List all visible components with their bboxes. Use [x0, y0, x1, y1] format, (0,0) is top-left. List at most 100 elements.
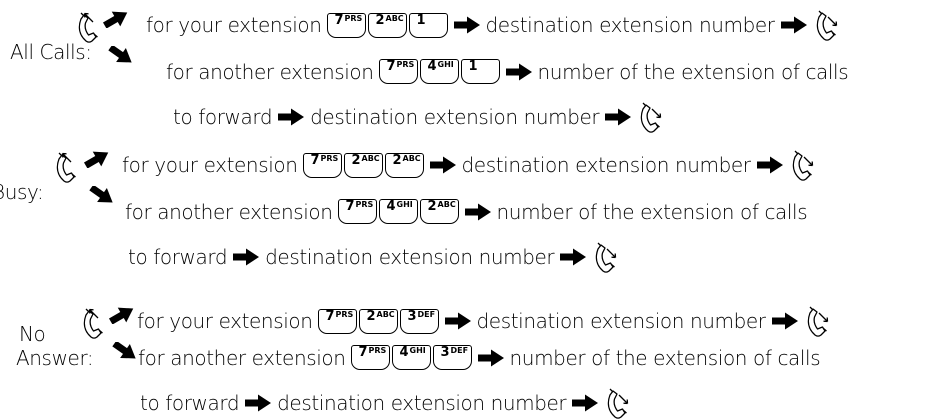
key-letters: PRS [368, 346, 387, 355]
other-extension-text: for another extension [166, 59, 374, 84]
to-forward-text: to forward [128, 245, 228, 269]
branch-arrow-up [108, 306, 136, 324]
branch-arrow-up [102, 10, 130, 28]
keypad-key-1: 1 [408, 12, 448, 38]
lift-handset [80, 306, 106, 340]
handset-hangup-icon [816, 10, 837, 41]
handset-lift-icon [83, 308, 103, 339]
arrow-right-icon [756, 156, 783, 174]
handset-lift-icon [56, 152, 76, 183]
handset-hangup-icon [807, 306, 828, 337]
condition-label: Busy: [0, 180, 44, 204]
destination-text: destination extension number [476, 309, 767, 333]
key-letters: GHI [409, 346, 426, 355]
key-digit: 7 [334, 12, 344, 28]
condition-label: All Calls: [10, 40, 92, 64]
branch-arrow-down [111, 342, 139, 360]
key-letters: ABC [361, 153, 380, 163]
arrow-down-right-icon [112, 342, 136, 359]
branch-arrow-down [107, 46, 135, 64]
key-letters: PRS [335, 309, 354, 319]
arrow-right-icon [560, 248, 587, 266]
key-digit: 3 [407, 308, 417, 324]
own-extension-text: for your extension [137, 309, 313, 333]
own-extension-text: for your extension [146, 13, 322, 37]
key-digit: 4 [386, 199, 396, 214]
arrow-up-right-icon [108, 307, 134, 324]
key-letters: ABC [437, 200, 456, 209]
lift-handset [53, 150, 79, 184]
key-digit: 2 [427, 199, 437, 214]
destination-text: destination extension number [485, 13, 776, 37]
arrow-right-icon [605, 108, 632, 126]
key-digit: 7 [345, 199, 355, 214]
handset-hangup-icon [792, 150, 813, 181]
arrow-right-icon [505, 63, 532, 80]
key-digit: 7 [386, 59, 396, 74]
key-digit: 1 [468, 59, 478, 74]
key-digit: 2 [375, 12, 385, 28]
other-extension-text: for another extension [125, 199, 333, 224]
destination-text: destination extension number [277, 391, 567, 415]
branch-arrow-up [83, 150, 111, 168]
source-extension-text: number of the extension of calls [509, 345, 821, 370]
arrow-right-icon [233, 248, 260, 266]
key-letters: DEF [417, 309, 436, 319]
key-digit: 7 [310, 152, 320, 168]
key-digit: 2 [366, 308, 376, 324]
arrow-right-icon [771, 312, 798, 330]
handset-lift-icon [78, 12, 98, 43]
destination-text: destination extension number [461, 153, 752, 177]
source-extension-text: number of the extension of calls [496, 199, 808, 224]
key-digit: 3 [440, 345, 450, 360]
arrow-up-right-icon [102, 11, 128, 28]
arrow-down-right-icon [108, 46, 132, 63]
arrow-down-right-icon [89, 186, 113, 203]
key-letters: PRS [344, 13, 363, 23]
arrow-right-icon [572, 394, 599, 412]
handset-hangup-icon [641, 102, 662, 133]
own-extension-text: for your extension [122, 153, 298, 177]
key-letters: ABC [376, 309, 395, 319]
arrow-right-icon [245, 394, 272, 412]
key-digit: 7 [358, 345, 368, 360]
key-letters: ABC [402, 153, 421, 163]
key-digit: 1 [416, 12, 426, 28]
arrow-right-icon [464, 203, 491, 220]
key-letters: ABC [385, 13, 404, 23]
handset-hangup-icon [608, 388, 629, 419]
to-forward-text: to forward [140, 391, 240, 415]
arrow-right-icon [429, 156, 456, 174]
source-extension-text: number of the extension of calls [537, 59, 849, 84]
key-digit: 7 [325, 308, 335, 324]
arrow-right-icon [278, 108, 305, 126]
destination-text: destination extension number [265, 245, 555, 269]
key-letters: GHI [437, 60, 454, 69]
handset-hangup-icon [596, 242, 617, 273]
arrow-right-icon [453, 16, 480, 34]
